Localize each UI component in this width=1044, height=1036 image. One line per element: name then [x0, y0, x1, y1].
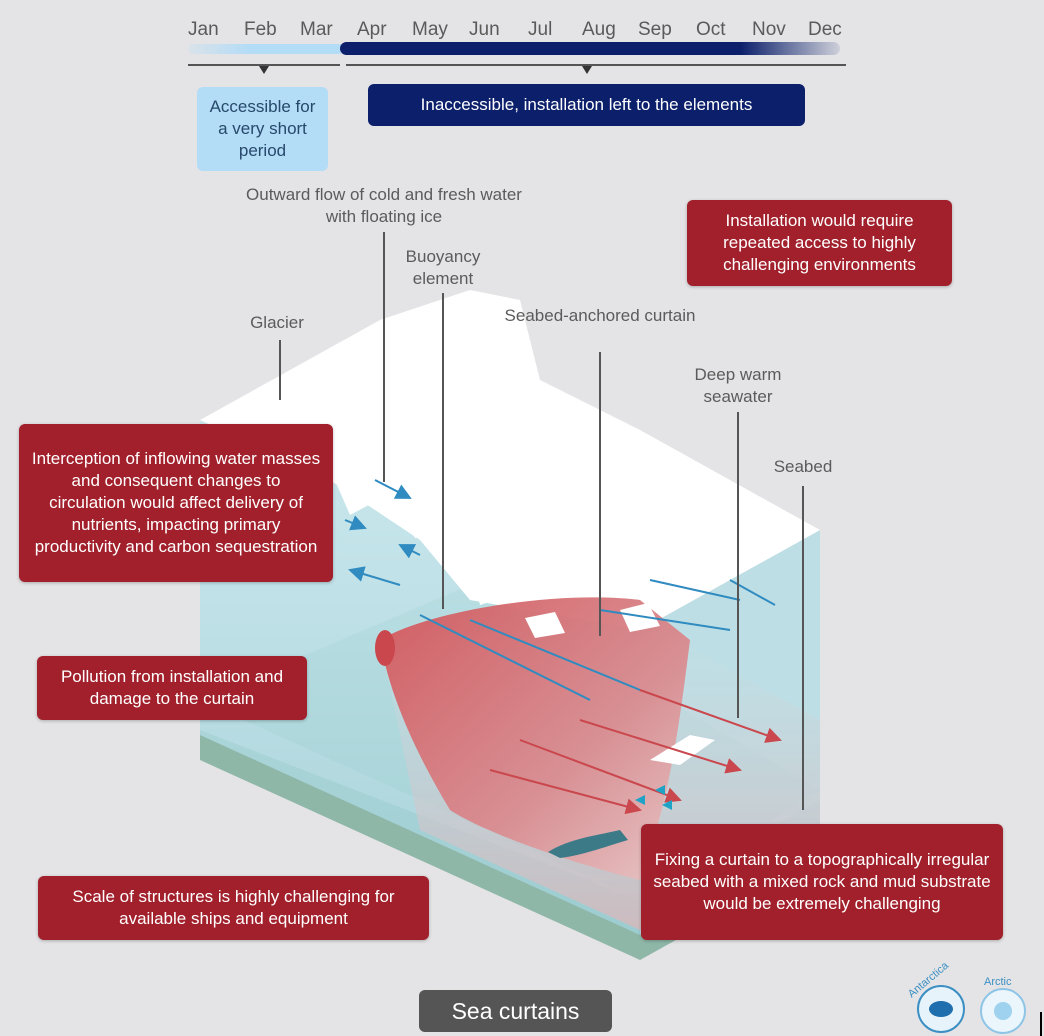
challenge-text: Scale of structures is highly challengin…	[72, 887, 395, 928]
month-label: Nov	[752, 19, 786, 40]
curtain-label: Seabed-anchored curtain	[504, 306, 696, 325]
antarctica-shape	[929, 1001, 953, 1017]
flow-arrow	[469, 619, 641, 691]
outward-flow-pointer	[383, 232, 385, 482]
inaccessible-tick	[582, 66, 592, 74]
ice-floe	[405, 510, 445, 538]
glacier-pointer	[279, 340, 281, 400]
curtain	[380, 597, 690, 880]
outward-flow-label: Outward flow of cold and fresh water wit…	[246, 185, 522, 226]
arctic-logo	[980, 988, 1026, 1034]
flow-arrow	[649, 579, 741, 601]
accessible-label: Accessible for a very short period	[209, 97, 316, 160]
month-label: Feb	[244, 19, 277, 40]
accessible-bracket	[188, 64, 340, 66]
buoyancy-label: Buoyancy element	[405, 247, 481, 288]
fish-icon	[662, 800, 672, 810]
title-badge: Sea curtains	[419, 990, 612, 1032]
inaccessible-period-bar	[340, 42, 840, 55]
challenge-box-pollution: Pollution from installation and damage t…	[37, 656, 307, 720]
flow-arrow	[374, 479, 412, 499]
month-label: Oct	[696, 19, 726, 40]
fish-icon	[655, 785, 665, 795]
antarctica-logo	[917, 985, 965, 1033]
inflow-arrow	[639, 689, 782, 743]
month-label: Aug	[582, 19, 616, 40]
challenge-text: Interception of inflowing water masses a…	[31, 449, 321, 556]
edge-marker	[1040, 1012, 1042, 1036]
buoyancy-element	[375, 630, 395, 666]
accessible-label-box: Accessible for a very short period	[197, 87, 328, 171]
flow-arrow	[344, 515, 367, 531]
title-text: Sea curtains	[451, 998, 580, 1024]
seabed-label: Seabed	[773, 457, 833, 476]
deep-warm-pointer	[737, 412, 739, 718]
arctic-shape	[994, 1002, 1012, 1020]
challenge-box-fixing: Fixing a curtain to a topographically ir…	[641, 824, 1003, 940]
month-label: Jul	[528, 19, 553, 40]
challenge-box-scale: Scale of structures is highly challengin…	[38, 876, 429, 940]
accessible-tick	[259, 66, 269, 74]
arctic-logo-label: Arctic	[984, 976, 1012, 988]
inaccessible-bracket	[346, 64, 846, 66]
ice-floe	[525, 612, 565, 638]
seabed-pointer	[802, 486, 804, 810]
challenge-text: Installation would require repeated acce…	[723, 211, 916, 274]
challenge-box-interception: Interception of inflowing water masses a…	[19, 424, 333, 582]
curtain-pointer	[599, 352, 601, 636]
month-label: Apr	[357, 19, 387, 40]
flow-arrow	[348, 566, 401, 586]
inaccessible-label: Inaccessible, installation left to the e…	[420, 95, 753, 114]
challenge-text: Pollution from installation and damage t…	[60, 667, 284, 708]
month-label: Mar	[300, 19, 333, 40]
accessible-period-bar	[188, 44, 344, 54]
month-label: Jan	[188, 19, 219, 40]
ice-floe	[650, 735, 715, 765]
inflow-arrow	[519, 739, 682, 803]
month-label: May	[412, 19, 448, 40]
challenge-box-repeated-access: Installation would require repeated acce…	[687, 200, 952, 286]
ice-floe	[337, 480, 378, 515]
glacier-label: Glacier	[250, 313, 304, 332]
month-label: Sep	[638, 19, 672, 40]
fish-icon	[635, 795, 645, 805]
inflow-arrow	[579, 719, 742, 774]
flow-arrow	[419, 614, 591, 701]
ice-floe	[620, 603, 660, 632]
ice-floe	[400, 440, 445, 470]
glacier-front	[430, 400, 690, 605]
buoyancy-pointer	[442, 293, 444, 609]
inflow-arrow	[489, 769, 642, 815]
flow-arrow	[599, 609, 731, 631]
seal-icon	[548, 830, 628, 858]
flow-arrow	[398, 544, 421, 559]
challenge-text: Fixing a curtain to a topographically ir…	[653, 850, 991, 913]
deep-warm-label: Deep warm seawater	[694, 365, 782, 406]
month-label: Jun	[469, 19, 500, 40]
month-label: Dec	[808, 19, 842, 40]
inaccessible-label-box: Inaccessible, installation left to the e…	[368, 84, 805, 126]
